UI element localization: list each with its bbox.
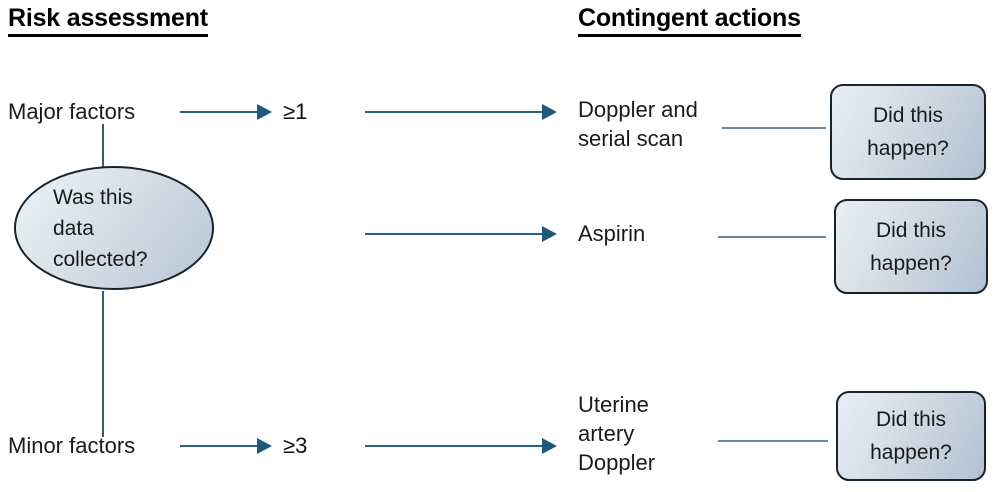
outcome-box-uterine-artery-doppler[interactable]: Did this happen? [836, 391, 986, 481]
arrow-to-aspirin [365, 226, 557, 242]
heading-risk-assessment-underline [8, 34, 208, 37]
connector-uterine-to-outcome [718, 440, 828, 442]
action-label-doppler-serial-scan: Doppler and serial scan [578, 97, 698, 151]
connector-aspirin-to-outcome [718, 236, 826, 238]
outcome-box-aspirin[interactable]: Did this happen? [834, 199, 988, 294]
outcome-box-doppler-serial-scan[interactable]: Did this happen? [830, 84, 986, 180]
connector-decision-to-minor [102, 291, 104, 437]
label-minor-factors: Minor factors [8, 433, 136, 458]
connector-doppler-to-outcome [722, 127, 826, 129]
action-label-uterine-artery-doppler: Uterine artery Doppler [578, 392, 656, 475]
heading-contingent-actions-text: Contingent actions [578, 4, 801, 32]
outcome-box-text: Did this happen? [870, 408, 952, 464]
heading-risk-assessment-text: Risk assessment [8, 4, 208, 32]
action-label-aspirin: Aspirin [578, 221, 646, 246]
heading-contingent-actions-underline [578, 34, 801, 37]
connector-major-to-decision [102, 124, 104, 168]
decision-ellipse[interactable]: Was this data collected? [14, 166, 214, 290]
label-major-factors: Major factors [8, 99, 136, 124]
arrow-major-to-threshold [180, 104, 272, 120]
arrow-to-doppler-serial-scan [365, 104, 557, 120]
outcome-box-text: Did this happen? [867, 104, 949, 160]
outcome-box-text: Did this happen? [870, 218, 952, 275]
decision-ellipse-text: Was this data collected? [53, 185, 148, 271]
heading-risk-assessment: Risk assessment [8, 6, 208, 37]
threshold-major: ≥1 [283, 99, 308, 124]
arrow-minor-to-threshold [180, 438, 272, 454]
arrow-to-uterine-artery-doppler [365, 438, 557, 454]
threshold-minor: ≥3 [283, 433, 308, 458]
heading-contingent-actions: Contingent actions [578, 6, 801, 37]
